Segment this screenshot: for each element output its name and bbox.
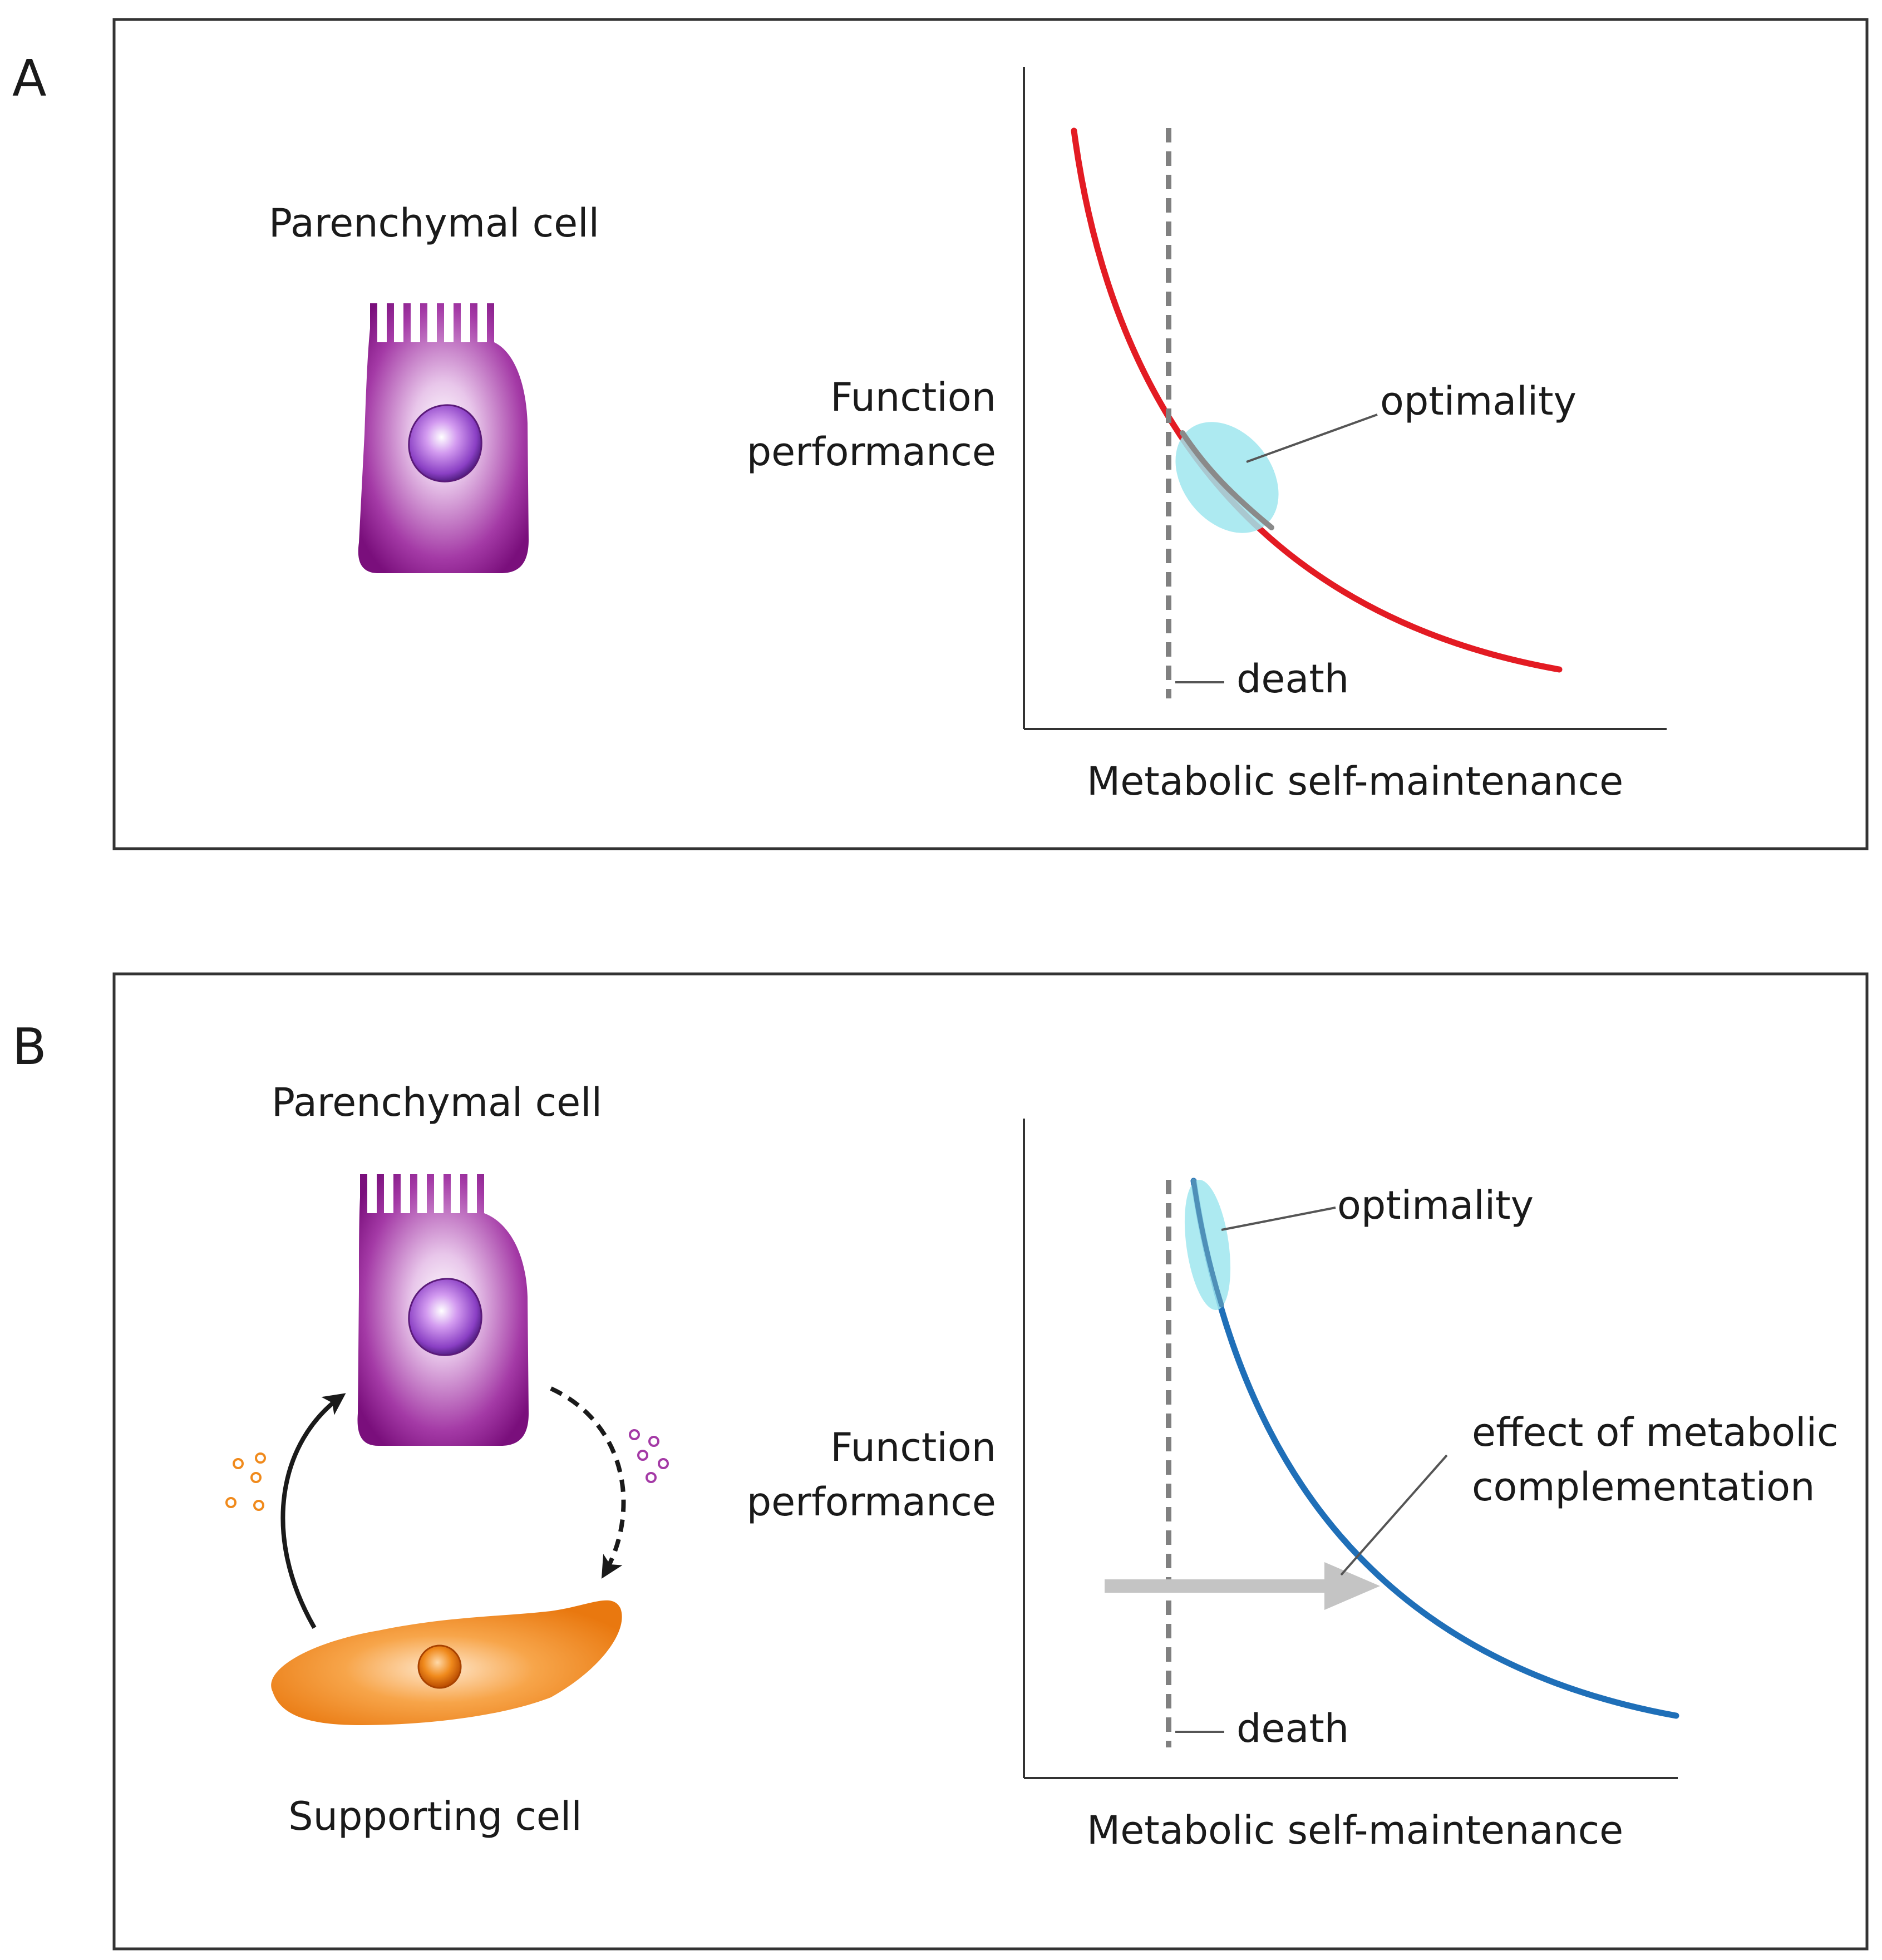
parenchymal-to-support-arrow — [550, 1386, 626, 1579]
panel-b-death-label: death — [1236, 1706, 1349, 1751]
panel-a-parenchymal-cell — [358, 303, 529, 573]
panel-b-optimality-label: optimality — [1337, 1183, 1534, 1228]
panel-a-x-axis-label: Metabolic self-maintenance — [1087, 759, 1623, 804]
supporting-cell-label: Supporting cell — [288, 1794, 582, 1839]
panel-b-frame — [112, 972, 1869, 1951]
panel-a: A Parenchymal cell Function performance … — [12, 18, 1869, 850]
panel-a-optimality-leader — [1246, 413, 1378, 463]
panel-a-y-axis-label-line2: performance — [747, 429, 996, 475]
complementation-shift-arrow-head — [1324, 1562, 1380, 1610]
panel-a-optimality-region — [1175, 422, 1279, 533]
panel-b-optimality-leader — [1221, 1206, 1336, 1231]
panel-a-frame — [112, 18, 1869, 850]
panel-b-optimal-curve-segment — [1191, 1178, 1224, 1308]
panel-b-chart: Function performance Metabolic self-main… — [747, 1119, 1839, 1853]
panel-a-optimal-curve-segment — [1180, 430, 1274, 530]
support-to-parenchymal-arrow — [280, 1393, 346, 1629]
supporting-cell-nucleus — [417, 1644, 462, 1689]
panel-b-y-axis-label-line2: performance — [747, 1479, 996, 1525]
panel-a-optimality-label: optimality — [1380, 378, 1576, 424]
panel-a-nucleus — [408, 404, 482, 482]
orange-vesicles — [225, 1452, 266, 1511]
panel-a-y-axis-label-line1: Function — [830, 375, 996, 420]
panel-b-parenchymal-cell-label: Parenchymal cell — [272, 1080, 602, 1125]
supporting-cell — [271, 1600, 622, 1725]
panel-b-parenchymal-cell — [357, 1174, 529, 1446]
effect-label-line1: effect of metabolic — [1472, 1410, 1839, 1455]
panel-a-chart: Function performance Metabolic self-main… — [747, 67, 1667, 804]
panel-a-letter: A — [12, 50, 47, 108]
panel-b: B Parenchymal cell Supporting cell — [12, 972, 1869, 1951]
effect-leader — [1340, 1454, 1448, 1576]
panel-b-letter: B — [12, 1018, 47, 1076]
panel-a-parenchymal-cell-label: Parenchymal cell — [269, 200, 599, 246]
panel-b-y-axis-label-line1: Function — [830, 1425, 996, 1470]
panel-b-parenchymal-nucleus — [408, 1278, 482, 1356]
panel-b-x-axis-label: Metabolic self-maintenance — [1087, 1808, 1623, 1853]
purple-vesicles — [629, 1429, 669, 1483]
effect-label-line2: complementation — [1472, 1464, 1815, 1510]
panel-a-death-label: death — [1236, 656, 1349, 702]
